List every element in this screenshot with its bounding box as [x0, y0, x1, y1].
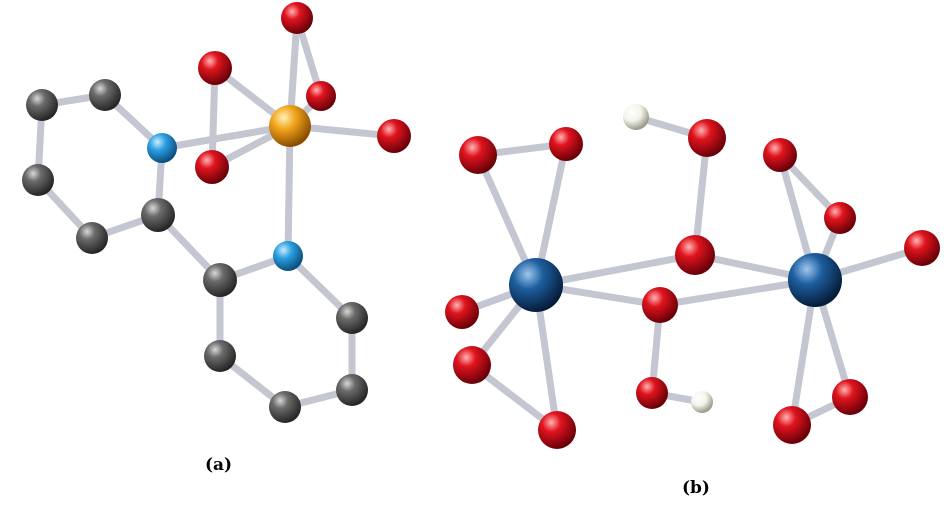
oxygen-atom	[832, 379, 868, 415]
carbon-atom	[336, 374, 368, 406]
bond	[284, 122, 294, 260]
metal-atom	[269, 105, 311, 147]
panel-a-atoms	[22, 2, 411, 423]
oxygen-atom	[198, 51, 232, 85]
hydrogen-atom	[691, 391, 713, 413]
bond	[158, 122, 294, 152]
oxygen-atom	[675, 235, 715, 275]
carbon-atom	[26, 89, 58, 121]
metal-atom	[788, 253, 842, 307]
panel-a-label: (a)	[205, 455, 233, 475]
nitrogen-atom	[273, 241, 303, 271]
oxygen-atom	[377, 119, 411, 153]
hydrogen-atom	[623, 104, 649, 130]
oxygen-atom	[773, 406, 811, 444]
carbon-atom	[203, 263, 237, 297]
oxygen-atom	[281, 2, 313, 34]
oxygen-atom	[549, 127, 583, 161]
panel-b-structure	[445, 104, 940, 449]
nitrogen-atom	[147, 133, 177, 163]
oxygen-atom	[306, 81, 336, 111]
carbon-atom	[22, 164, 54, 196]
oxygen-atom	[763, 138, 797, 172]
panel-a-structure	[22, 2, 411, 423]
oxygen-atom	[459, 136, 497, 174]
oxygen-atom	[195, 150, 229, 184]
oxygen-atom	[904, 230, 940, 266]
oxygen-atom	[538, 411, 576, 449]
panel-b-label: (b)	[682, 478, 710, 498]
oxygen-atom	[688, 119, 726, 157]
carbon-atom	[269, 391, 301, 423]
oxygen-atom	[453, 346, 491, 384]
oxygen-atom	[636, 377, 668, 409]
panel-b-atoms	[445, 104, 940, 449]
carbon-atom	[204, 340, 236, 372]
metal-atom	[509, 258, 563, 312]
carbon-atom	[336, 302, 368, 334]
oxygen-atom	[642, 287, 678, 323]
carbon-atom	[141, 198, 175, 232]
carbon-atom	[76, 222, 108, 254]
carbon-atom	[89, 79, 121, 111]
oxygen-atom	[824, 202, 856, 234]
oxygen-atom	[445, 295, 479, 329]
